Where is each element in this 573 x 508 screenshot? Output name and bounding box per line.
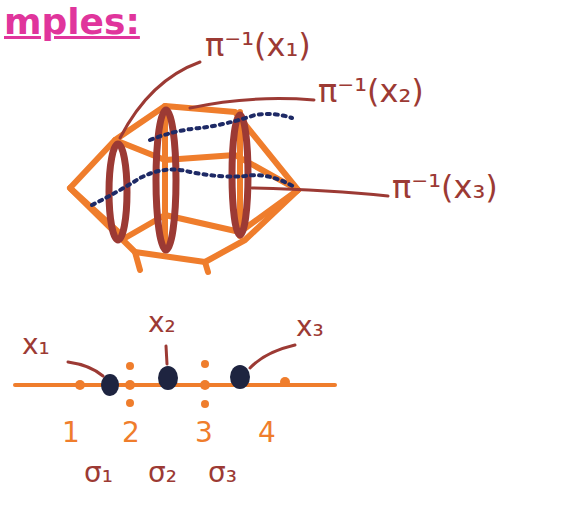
- interval-number: 2: [122, 418, 140, 449]
- heading: mples:: [4, 2, 140, 42]
- point-label: x₁: [22, 330, 50, 361]
- fiber-label: π⁻¹(x₃): [392, 170, 498, 205]
- interval-number: 3: [195, 418, 213, 449]
- interval-number: 1: [62, 418, 80, 449]
- interval-number: 4: [258, 418, 276, 449]
- sigma-label: σ₂: [148, 458, 177, 489]
- sigma-label: σ₃: [208, 458, 237, 489]
- point-label: x₃: [296, 312, 324, 343]
- point-label: x₂: [148, 308, 176, 339]
- sigma-label: σ₁: [84, 458, 113, 489]
- fiber-label: π⁻¹(x₂): [318, 74, 424, 109]
- fiber-label: π⁻¹(x₁): [205, 28, 311, 63]
